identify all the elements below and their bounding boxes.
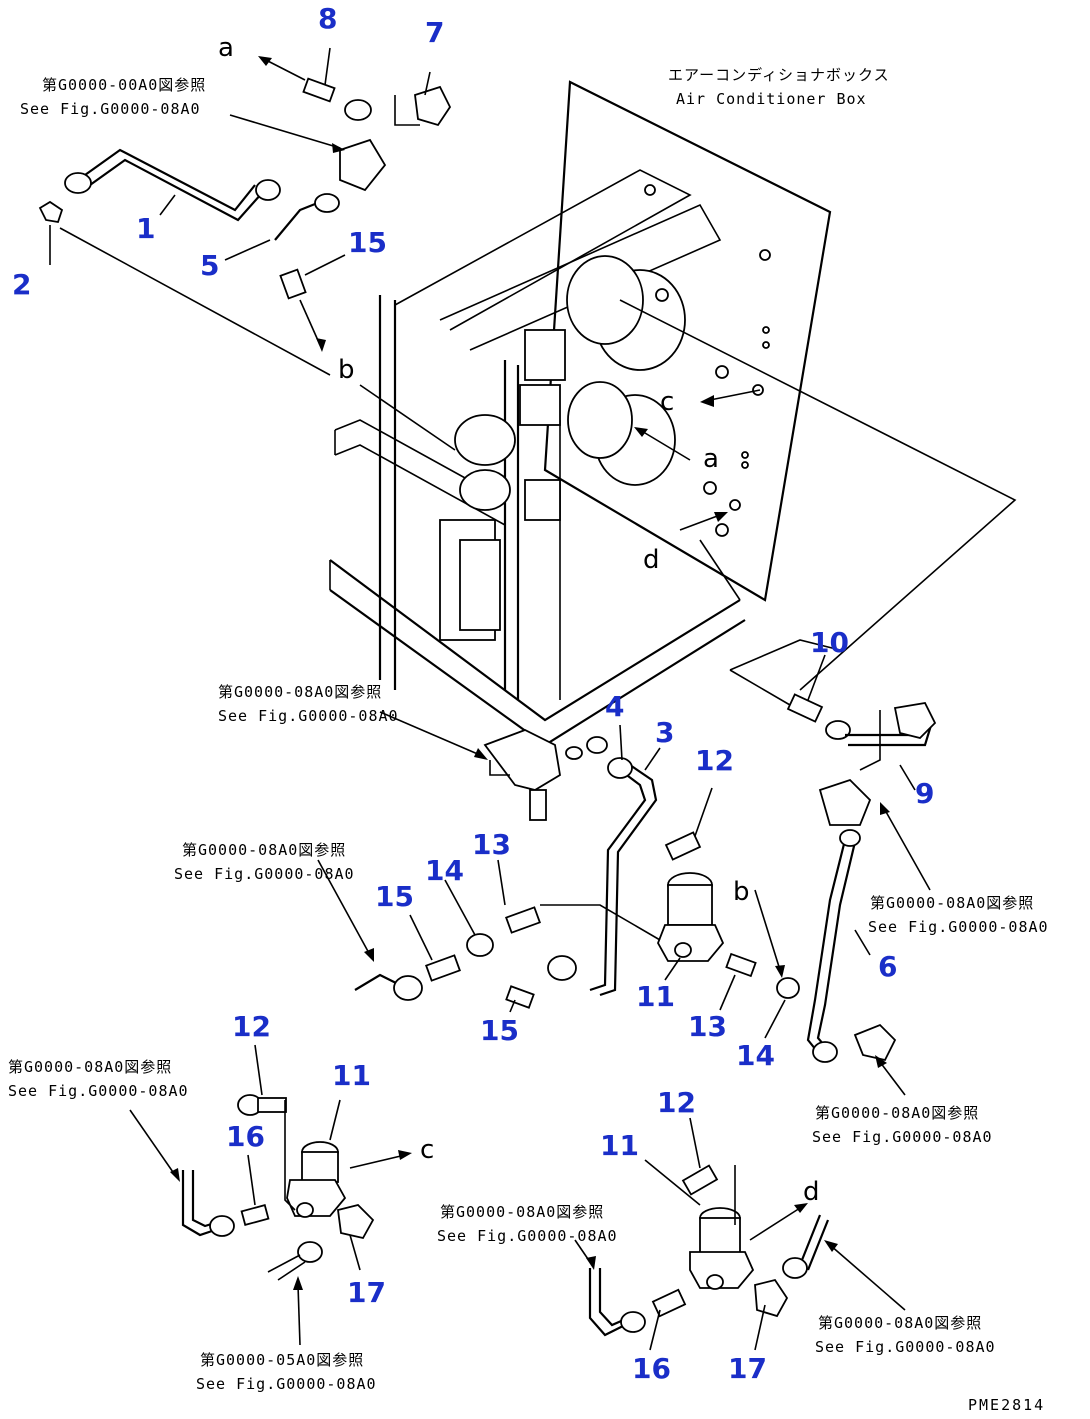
part-number-1: 1	[136, 212, 155, 245]
connection-letter-b: b	[338, 355, 355, 385]
box-label-en: Air Conditioner Box	[676, 90, 867, 108]
ref-6-en: See Fig.G0000-08A0	[8, 1082, 189, 1100]
connection-letter-a: a	[218, 33, 234, 63]
ref-5-en: See Fig.G0000-08A0	[812, 1128, 993, 1146]
part-number-11: 11	[636, 980, 675, 1013]
lower-right-group	[574, 1117, 906, 1351]
middle-tubing	[317, 639, 937, 1096]
part-number-16: 16	[226, 1120, 265, 1153]
part-number-16: 16	[632, 1352, 671, 1385]
part-number-14: 14	[425, 854, 464, 887]
ref-8-jp: 第G0000-05A0図参照	[200, 1351, 364, 1369]
part-number-17: 17	[347, 1276, 386, 1309]
reference-notes: 第G0000-00A0図参照 See Fig.G0000-08A0 第G0000…	[8, 76, 1049, 1393]
connection-letter-d: d	[643, 545, 660, 575]
connection-letter-b: b	[733, 877, 750, 907]
part-number-12: 12	[232, 1010, 271, 1043]
ref-4-en: See Fig.G0000-08A0	[868, 918, 1049, 936]
ref-7-en: See Fig.G0000-08A0	[437, 1227, 618, 1245]
box-label-jp: エアーコンディショナボックス	[668, 66, 890, 84]
part-number-10: 10	[810, 626, 849, 659]
connection-letter-a: a	[703, 444, 719, 474]
part-number-17: 17	[728, 1352, 767, 1385]
part-number-14: 14	[736, 1039, 775, 1072]
part-number-6: 6	[878, 950, 897, 983]
connection-letters: a b c a d b c d	[218, 33, 820, 1207]
part-number-13: 13	[688, 1010, 727, 1043]
part-number-15: 15	[348, 226, 387, 259]
part-number-4: 4	[605, 690, 624, 723]
ref-2-en: See Fig.G0000-08A0	[218, 707, 399, 725]
part-number-12: 12	[695, 744, 734, 777]
part-number-11: 11	[600, 1129, 639, 1162]
upper-left-tubing	[38, 47, 761, 531]
part-number-13: 13	[472, 828, 511, 861]
connection-letter-c: c	[420, 1135, 434, 1165]
part-number-5: 5	[200, 249, 219, 282]
part-number-2: 2	[12, 268, 31, 301]
drawing-code: PME2814	[968, 1396, 1045, 1414]
ref-9-jp: 第G0000-08A0図参照	[818, 1314, 982, 1332]
ref-8-en: See Fig.G0000-08A0	[196, 1375, 377, 1393]
ref-1-en: See Fig.G0000-08A0	[20, 100, 201, 118]
connection-letter-c: c	[660, 387, 674, 417]
ref-9-en: See Fig.G0000-08A0	[815, 1338, 996, 1356]
part-number-12: 12	[657, 1086, 696, 1119]
ref-3-en: See Fig.G0000-08A0	[174, 865, 355, 883]
part-numbers: 8 7 1 5 2 15 10 4 3 12 9 13 14 15 6 11 1…	[12, 2, 934, 1385]
connection-letter-d: d	[803, 1177, 820, 1207]
part-number-11: 11	[332, 1059, 371, 1092]
part-number-15: 15	[375, 880, 414, 913]
part-number-8: 8	[318, 2, 337, 35]
ref-3-jp: 第G0000-08A0図参照	[182, 841, 346, 859]
air-conditioner-box	[329, 80, 1017, 747]
ref-4-jp: 第G0000-08A0図参照	[870, 894, 1034, 912]
lower-left-group	[129, 1044, 412, 1346]
part-number-9: 9	[915, 777, 934, 810]
part-number-7: 7	[425, 16, 444, 49]
ref-5-jp: 第G0000-08A0図参照	[815, 1104, 979, 1122]
ref-7-jp: 第G0000-08A0図参照	[440, 1203, 604, 1221]
ref-6-jp: 第G0000-08A0図参照	[8, 1058, 172, 1076]
part-number-15: 15	[480, 1014, 519, 1047]
ref-1-jp: 第G0000-00A0図参照	[42, 76, 206, 94]
ref-2-jp: 第G0000-08A0図参照	[218, 683, 382, 701]
part-number-3: 3	[655, 716, 674, 749]
